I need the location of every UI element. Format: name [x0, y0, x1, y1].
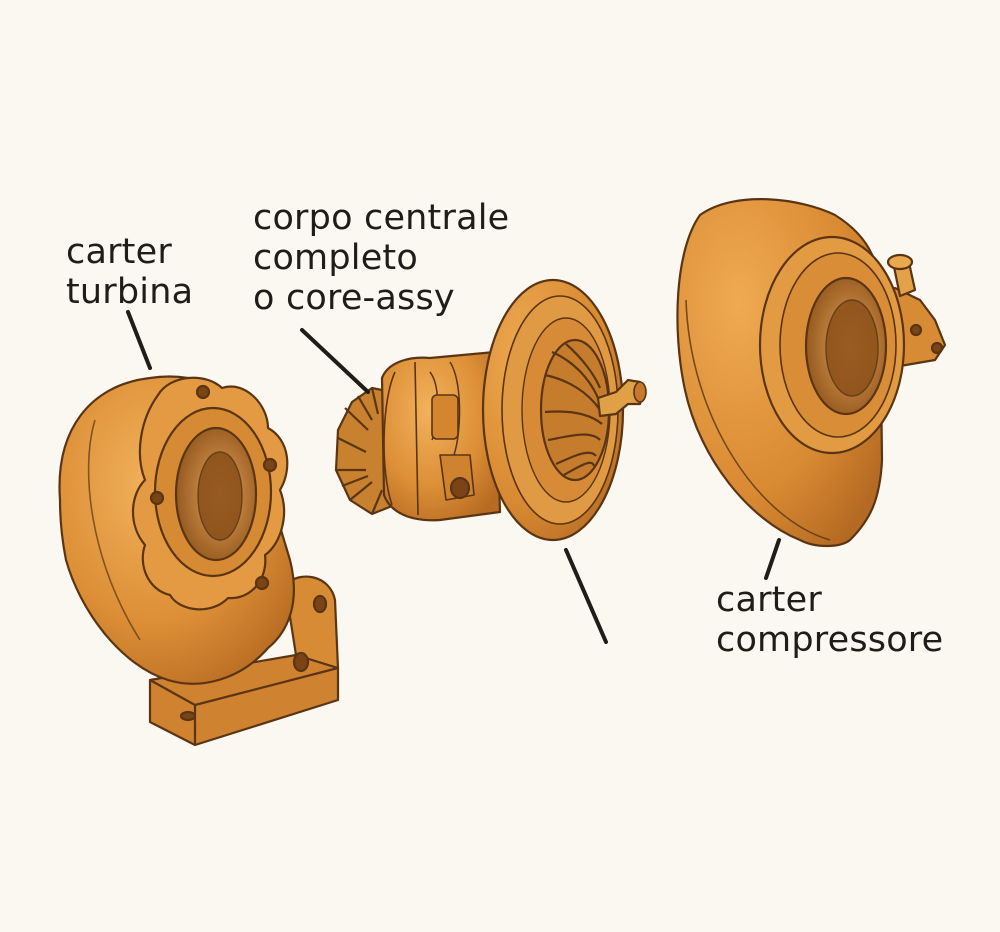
leader-line-backplate [564, 548, 608, 644]
turbine-foot-hole [179, 710, 197, 722]
core-assembly [334, 278, 647, 542]
turbine-flange-bolt-1 [195, 384, 211, 400]
compressor-housing [676, 198, 947, 548]
turbine-flange-bolt-3 [254, 575, 270, 591]
label-core-line1: corpo centrale [253, 198, 510, 238]
turbine-flange-bolt-2 [262, 457, 278, 473]
label-turbine-line1: carter [66, 232, 172, 272]
label-turbine-line2: turbina [66, 272, 194, 312]
turbine-flange-bolt-4 [149, 490, 165, 506]
label-core-assembly: corpo centrale completo o core-assy [253, 198, 509, 318]
turbine-outlet-hole [292, 651, 310, 673]
label-turbine-housing: carter turbina [66, 232, 193, 312]
leader-line-compressor [764, 538, 781, 580]
label-compressor-housing: carter compressore [716, 580, 943, 660]
oil-port [449, 476, 471, 500]
turbine-bolt-hole [312, 594, 328, 614]
label-compressor-line2: compressore [716, 620, 944, 660]
label-core-line2: completo [253, 238, 418, 278]
compressor-boss-hole [909, 323, 923, 337]
label-core-line3: o core-assy [253, 278, 455, 318]
label-compressor-line1: carter [716, 580, 822, 620]
turbine-housing [58, 375, 340, 747]
leader-line-core [300, 328, 370, 394]
leader-line-turbine [126, 310, 152, 370]
